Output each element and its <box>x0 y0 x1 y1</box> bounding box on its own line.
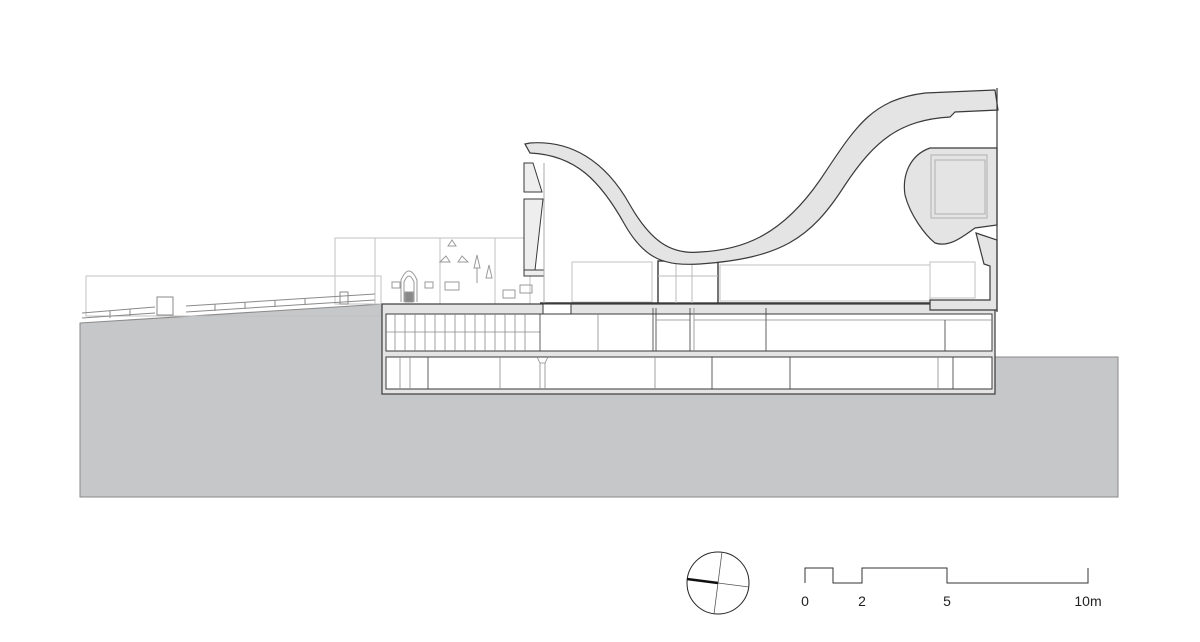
pod-inner-frame-2 <box>934 159 986 215</box>
pod-inner-frame <box>930 154 988 219</box>
gallery-objects <box>391 239 533 303</box>
upper-level-partitions <box>386 308 992 351</box>
basement-structure <box>381 303 996 395</box>
central-volume <box>657 260 719 304</box>
scale-label-0: 0 <box>801 593 809 609</box>
scale-label-5: 5 <box>943 593 951 609</box>
scale-bar <box>804 567 1089 584</box>
facade-fins <box>523 162 545 303</box>
wave-roof-shell <box>524 89 999 265</box>
lower-level-partitions <box>399 356 954 389</box>
north-arrow-circle-icon <box>686 551 750 615</box>
auditorium-pod <box>903 147 998 245</box>
railings <box>81 291 376 319</box>
scale-label-2: 2 <box>858 593 866 609</box>
scale-label-10m: 10m <box>1074 593 1102 609</box>
